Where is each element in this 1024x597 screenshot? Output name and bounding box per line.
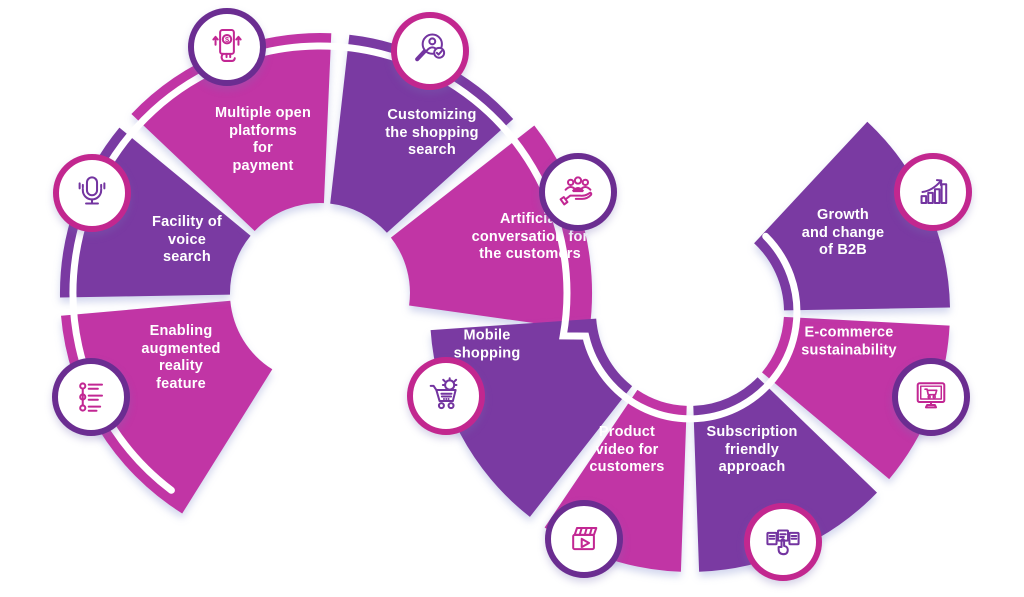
clapperboard-icon bbox=[545, 500, 623, 578]
segment-multiple-open-platforms bbox=[131, 32, 332, 231]
cart-gear-icon bbox=[407, 357, 485, 435]
mobile-payment-icon: $ bbox=[188, 8, 266, 86]
subscription-cards-icon bbox=[744, 503, 822, 581]
growth-chart-icon bbox=[894, 153, 972, 231]
customers-in-hand-icon bbox=[539, 153, 617, 231]
segment-ecommerce-sustainability bbox=[762, 316, 950, 480]
segment-customizing-shopping-search bbox=[330, 34, 514, 233]
s-curve-line bbox=[69, 42, 801, 494]
segment-enabling-augmented-reality bbox=[61, 300, 273, 514]
monitor-cart-icon bbox=[892, 358, 970, 436]
segment-mobile-shopping bbox=[430, 318, 633, 517]
microphone-icon bbox=[53, 154, 131, 232]
augmented-reality-list-icon bbox=[52, 358, 130, 436]
svg-text:$: $ bbox=[225, 35, 229, 44]
search-user-icon bbox=[391, 12, 469, 90]
segment-subscription-friendly bbox=[693, 377, 877, 572]
